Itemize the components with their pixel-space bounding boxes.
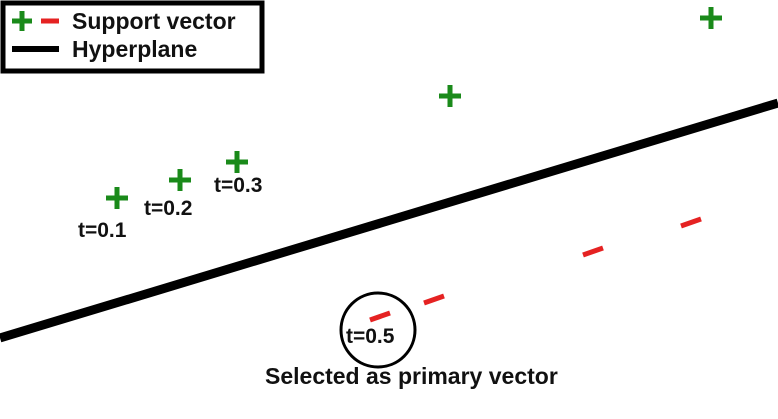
positive-point (439, 85, 461, 107)
positive-point (106, 187, 128, 209)
negative-point (423, 293, 445, 306)
legend-plus-icon (12, 11, 32, 31)
primary-selection-circle (339, 291, 417, 369)
positive-point (700, 7, 722, 29)
negative-point (582, 245, 604, 258)
legend-box (0, 0, 265, 74)
primary-vector-caption: Selected as primary vector (265, 363, 558, 389)
negative-point (680, 216, 702, 229)
point-label-t01: t=0.1 (78, 219, 127, 242)
legend-label-hyperplane: Hyperplane (72, 36, 197, 62)
negative-point-primary (369, 310, 391, 323)
legend: Support vector Hyperplane (0, 0, 265, 74)
legend-label-support-vector: Support vector (72, 8, 236, 34)
hyperplane-line (0, 98, 778, 343)
point-label-t02: t=0.2 (144, 197, 192, 220)
positive-point (169, 169, 191, 191)
point-label-t03: t=0.3 (214, 174, 262, 197)
point-label-primary: t=0.5 (346, 325, 395, 348)
positive-point (226, 151, 248, 173)
